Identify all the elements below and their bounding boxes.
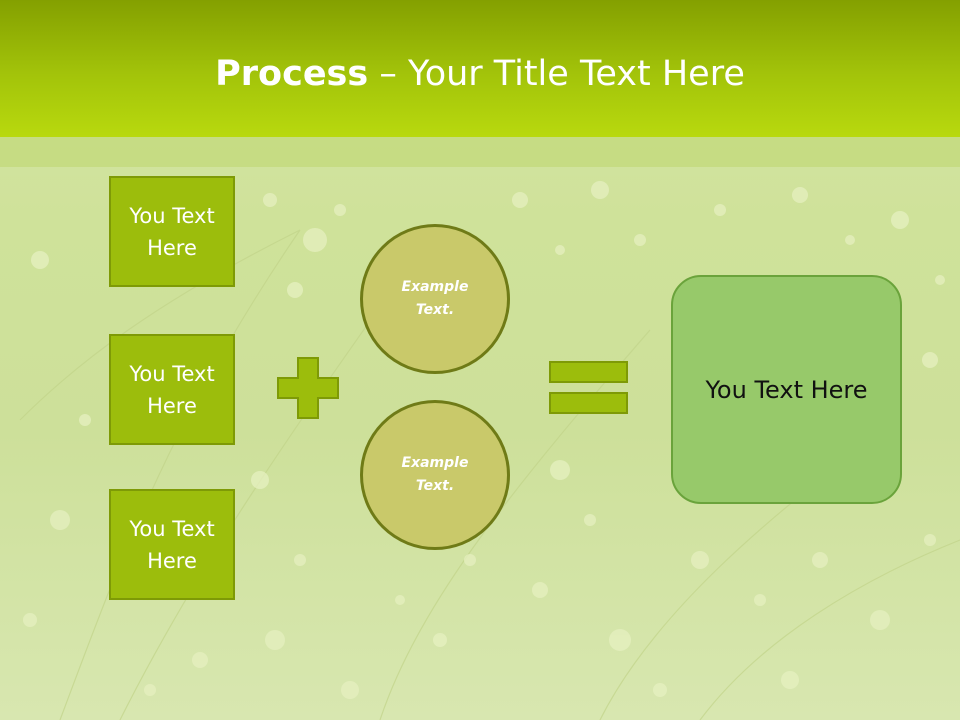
input-box-3-label: You Text Here: [129, 516, 215, 573]
input-box-2-label: You Text Here: [129, 361, 215, 418]
input-box-2: You Text Here: [109, 334, 235, 445]
title-bar: [0, 0, 960, 137]
example-circle-2: Example Text.: [360, 400, 510, 550]
equals-icon: [549, 361, 628, 414]
input-box-3: You Text Here: [109, 489, 235, 600]
result-box-label: You Text Here: [705, 375, 868, 404]
title-bold: Process: [215, 54, 369, 94]
result-box: You Text Here: [671, 275, 902, 504]
example-circle-1-label: Example Text.: [401, 279, 469, 318]
example-circle-2-label: Example Text.: [401, 455, 469, 494]
input-box-1-label: You Text Here: [129, 203, 215, 260]
plus-icon: [277, 357, 339, 419]
slide-title: Process – Your Title Text Here: [0, 50, 960, 98]
example-circle-1: Example Text.: [360, 224, 510, 374]
title-text: – Your Title Text Here: [368, 54, 745, 94]
title-bar-band: [0, 137, 960, 167]
input-box-1: You Text Here: [109, 176, 235, 287]
